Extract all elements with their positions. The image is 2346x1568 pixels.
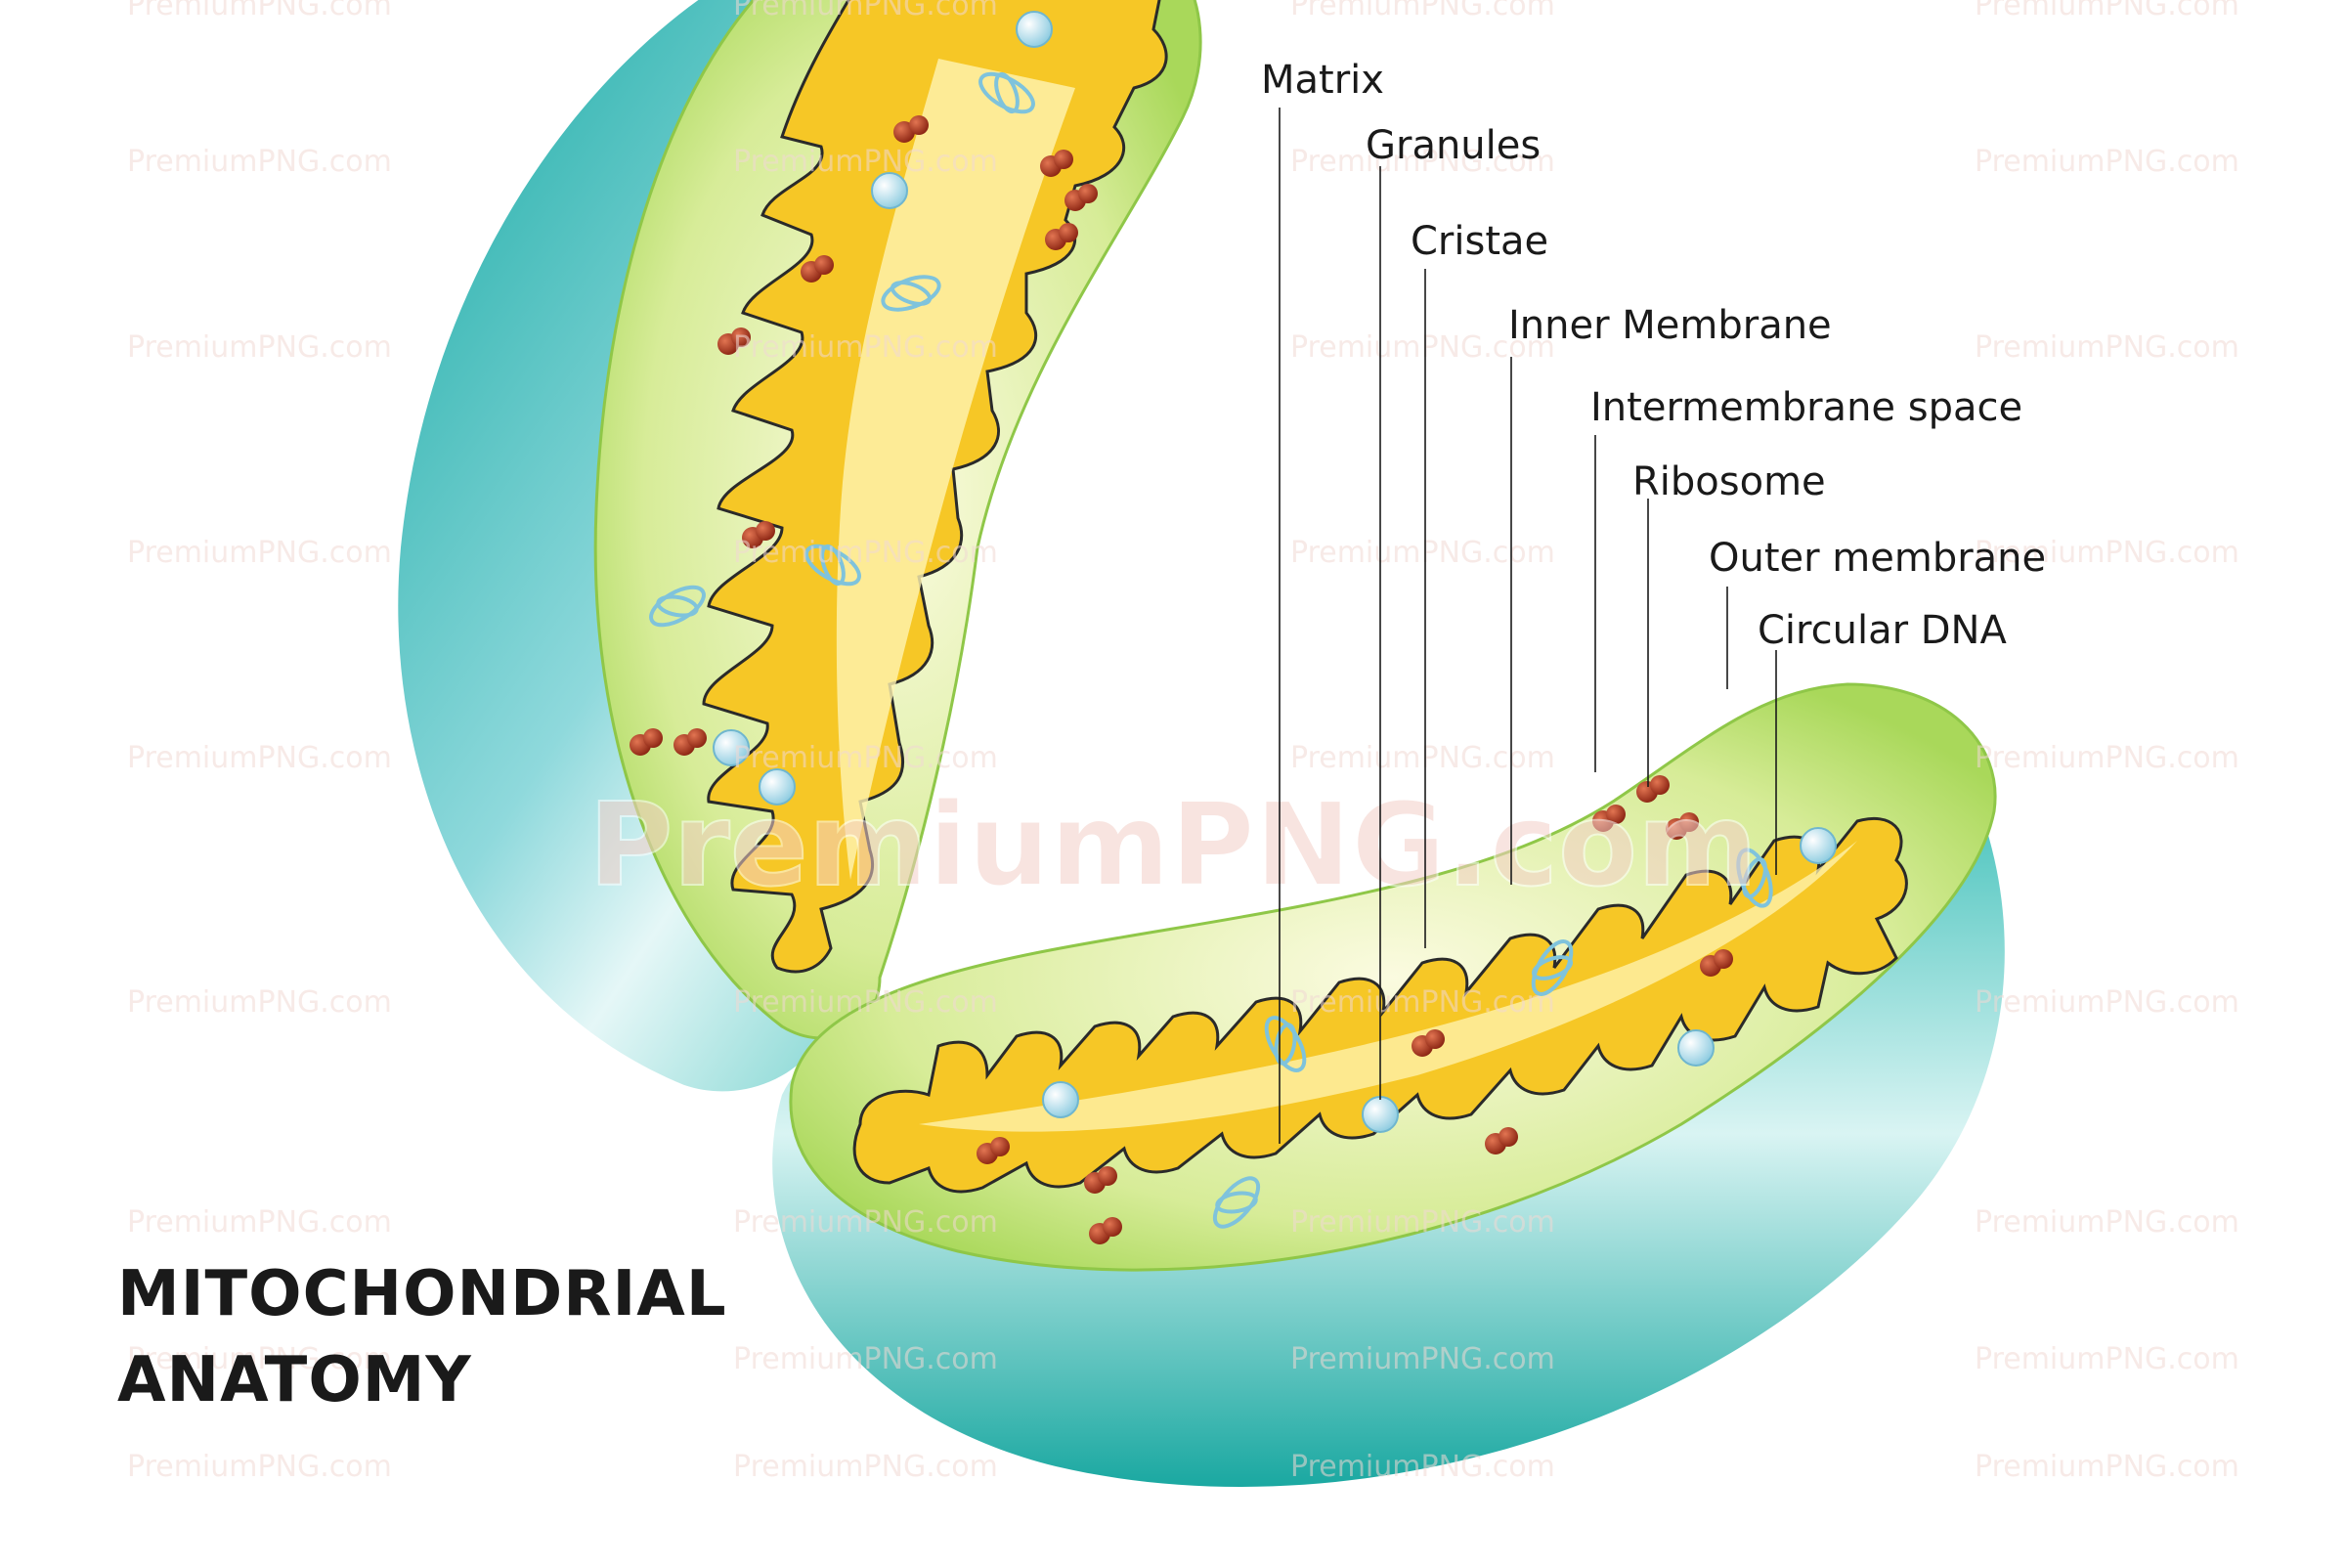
label-circular-dna: Circular DNA <box>1758 608 2007 653</box>
diagram-title-line2: ANATOMY <box>117 1344 472 1416</box>
watermark-tile: PremiumPNG.com <box>733 741 998 775</box>
ribosome-dot-icon <box>1084 1166 1117 1194</box>
watermark-tile: PremiumPNG.com <box>1975 1205 2239 1240</box>
watermark-tile: PremiumPNG.com <box>127 536 392 570</box>
label-matrix: Matrix <box>1261 58 1384 103</box>
diagram-title-line1: MITOCHONDRIAL <box>117 1258 727 1330</box>
circular-dna-icon <box>804 544 861 587</box>
watermark-tile: PremiumPNG.com <box>733 985 998 1020</box>
watermark-tile: PremiumPNG.com <box>1975 741 2239 775</box>
watermark-tile: PremiumPNG.com <box>127 1205 392 1240</box>
matrix-upper <box>836 59 1075 880</box>
watermark-tile: PremiumPNG.com <box>733 1450 998 1484</box>
watermark-tile: PremiumPNG.com <box>1290 536 1555 570</box>
granule-sphere-icon <box>713 729 750 766</box>
watermark-main: PremiumPNG.com <box>588 777 1758 912</box>
watermark-tile: PremiumPNG.com <box>127 0 392 22</box>
ribosome-dot-icon <box>893 115 929 143</box>
granule-sphere-icon <box>1042 1081 1079 1118</box>
watermark-tile: PremiumPNG.com <box>733 1342 998 1376</box>
label-intermembrane-space: Intermembrane space <box>1590 385 2022 430</box>
watermark-tile: PremiumPNG.com <box>127 741 392 775</box>
watermark-tile: PremiumPNG.com <box>1975 145 2239 179</box>
granule-sphere-icon <box>1800 827 1837 864</box>
circular-dna-icon <box>649 585 706 628</box>
granule-group <box>713 11 1837 1133</box>
ribosome-dot-icon <box>1592 805 1626 832</box>
watermark-tile: PremiumPNG.com <box>733 145 998 179</box>
watermark-tile: PremiumPNG.com <box>1290 0 1555 22</box>
watermark-tile: PremiumPNG.com <box>1975 1342 2239 1376</box>
watermark-tile: PremiumPNG.com <box>1975 330 2239 365</box>
matrix-lower <box>919 841 1857 1132</box>
watermark-tile: PremiumPNG.com <box>1975 1450 2239 1484</box>
watermark-tile: PremiumPNG.com <box>1290 1450 1555 1484</box>
ribosome-dot-icon <box>717 327 751 355</box>
watermark-tile: PremiumPNG.com <box>1975 985 2239 1020</box>
watermark-tile: PremiumPNG.com <box>1975 0 2239 22</box>
watermark-tile: PremiumPNG.com <box>127 145 392 179</box>
watermark-tile: PremiumPNG.com <box>127 1342 392 1376</box>
granule-sphere-icon <box>871 172 908 209</box>
ribosome-dot-icon <box>1045 223 1078 250</box>
circular-dna-icon <box>1264 1016 1307 1072</box>
outer-membrane-upper <box>398 0 1071 1092</box>
circular-dna-icon <box>978 71 1035 114</box>
ribosome-dot-icon <box>1485 1127 1518 1154</box>
circular-dna-icon <box>1212 1176 1261 1229</box>
leader-lines <box>1279 108 1777 1144</box>
circular-dna-group <box>649 71 1773 1229</box>
watermark-tile: PremiumPNG.com <box>1290 1205 1555 1240</box>
granule-sphere-icon <box>1677 1029 1715 1067</box>
watermark-tile: PremiumPNG.com <box>127 985 392 1020</box>
watermark-tile: PremiumPNG.com <box>1290 741 1555 775</box>
label-outer-membrane: Outer membrane <box>1709 536 2046 581</box>
granule-sphere-icon <box>759 768 796 806</box>
watermark-tile: PremiumPNG.com <box>127 1450 392 1484</box>
circular-dna-icon <box>881 275 941 312</box>
ribosome-dot-icon <box>742 521 775 548</box>
ribosome-dot-icon <box>801 255 834 283</box>
watermark-tile: PremiumPNG.com <box>1290 145 1555 179</box>
granule-sphere-icon <box>1362 1096 1399 1133</box>
watermark-tile: PremiumPNG.com <box>1290 1342 1555 1376</box>
circular-dna-icon <box>1736 848 1773 908</box>
watermark-tile: PremiumPNG.com <box>1975 536 2239 570</box>
watermark-tile: PremiumPNG.com <box>733 330 998 365</box>
label-inner-membrane: Inner Membrane <box>1508 303 1832 348</box>
label-ribosome: Ribosome <box>1632 459 1826 504</box>
circular-dna-icon <box>1531 939 1574 996</box>
ribosome-dot-icon <box>1064 184 1098 211</box>
ribosome-dot-icon <box>673 728 707 756</box>
ribosome-dot-icon <box>1700 949 1733 977</box>
label-cristae: Cristae <box>1411 219 1548 264</box>
watermark-tile: PremiumPNG.com <box>1290 985 1555 1020</box>
watermark-tile: PremiumPNG.com <box>733 0 998 22</box>
ribosome-group <box>630 115 1733 1244</box>
label-granules: Granules <box>1366 123 1541 168</box>
ribosome-dot-icon <box>1040 150 1073 177</box>
ribosome-dot-icon <box>977 1137 1010 1164</box>
granule-sphere-icon <box>1016 11 1053 48</box>
watermark-tile: PremiumPNG.com <box>733 1205 998 1240</box>
ribosome-dot-icon <box>1089 1217 1122 1244</box>
ribosome-dot-icon <box>1666 812 1699 840</box>
watermark-tile: PremiumPNG.com <box>127 330 392 365</box>
ribosome-dot-icon <box>1636 775 1670 803</box>
ribosome-dot-icon <box>630 728 663 756</box>
watermark-tile: PremiumPNG.com <box>733 536 998 570</box>
ribosome-dot-icon <box>1412 1029 1445 1057</box>
